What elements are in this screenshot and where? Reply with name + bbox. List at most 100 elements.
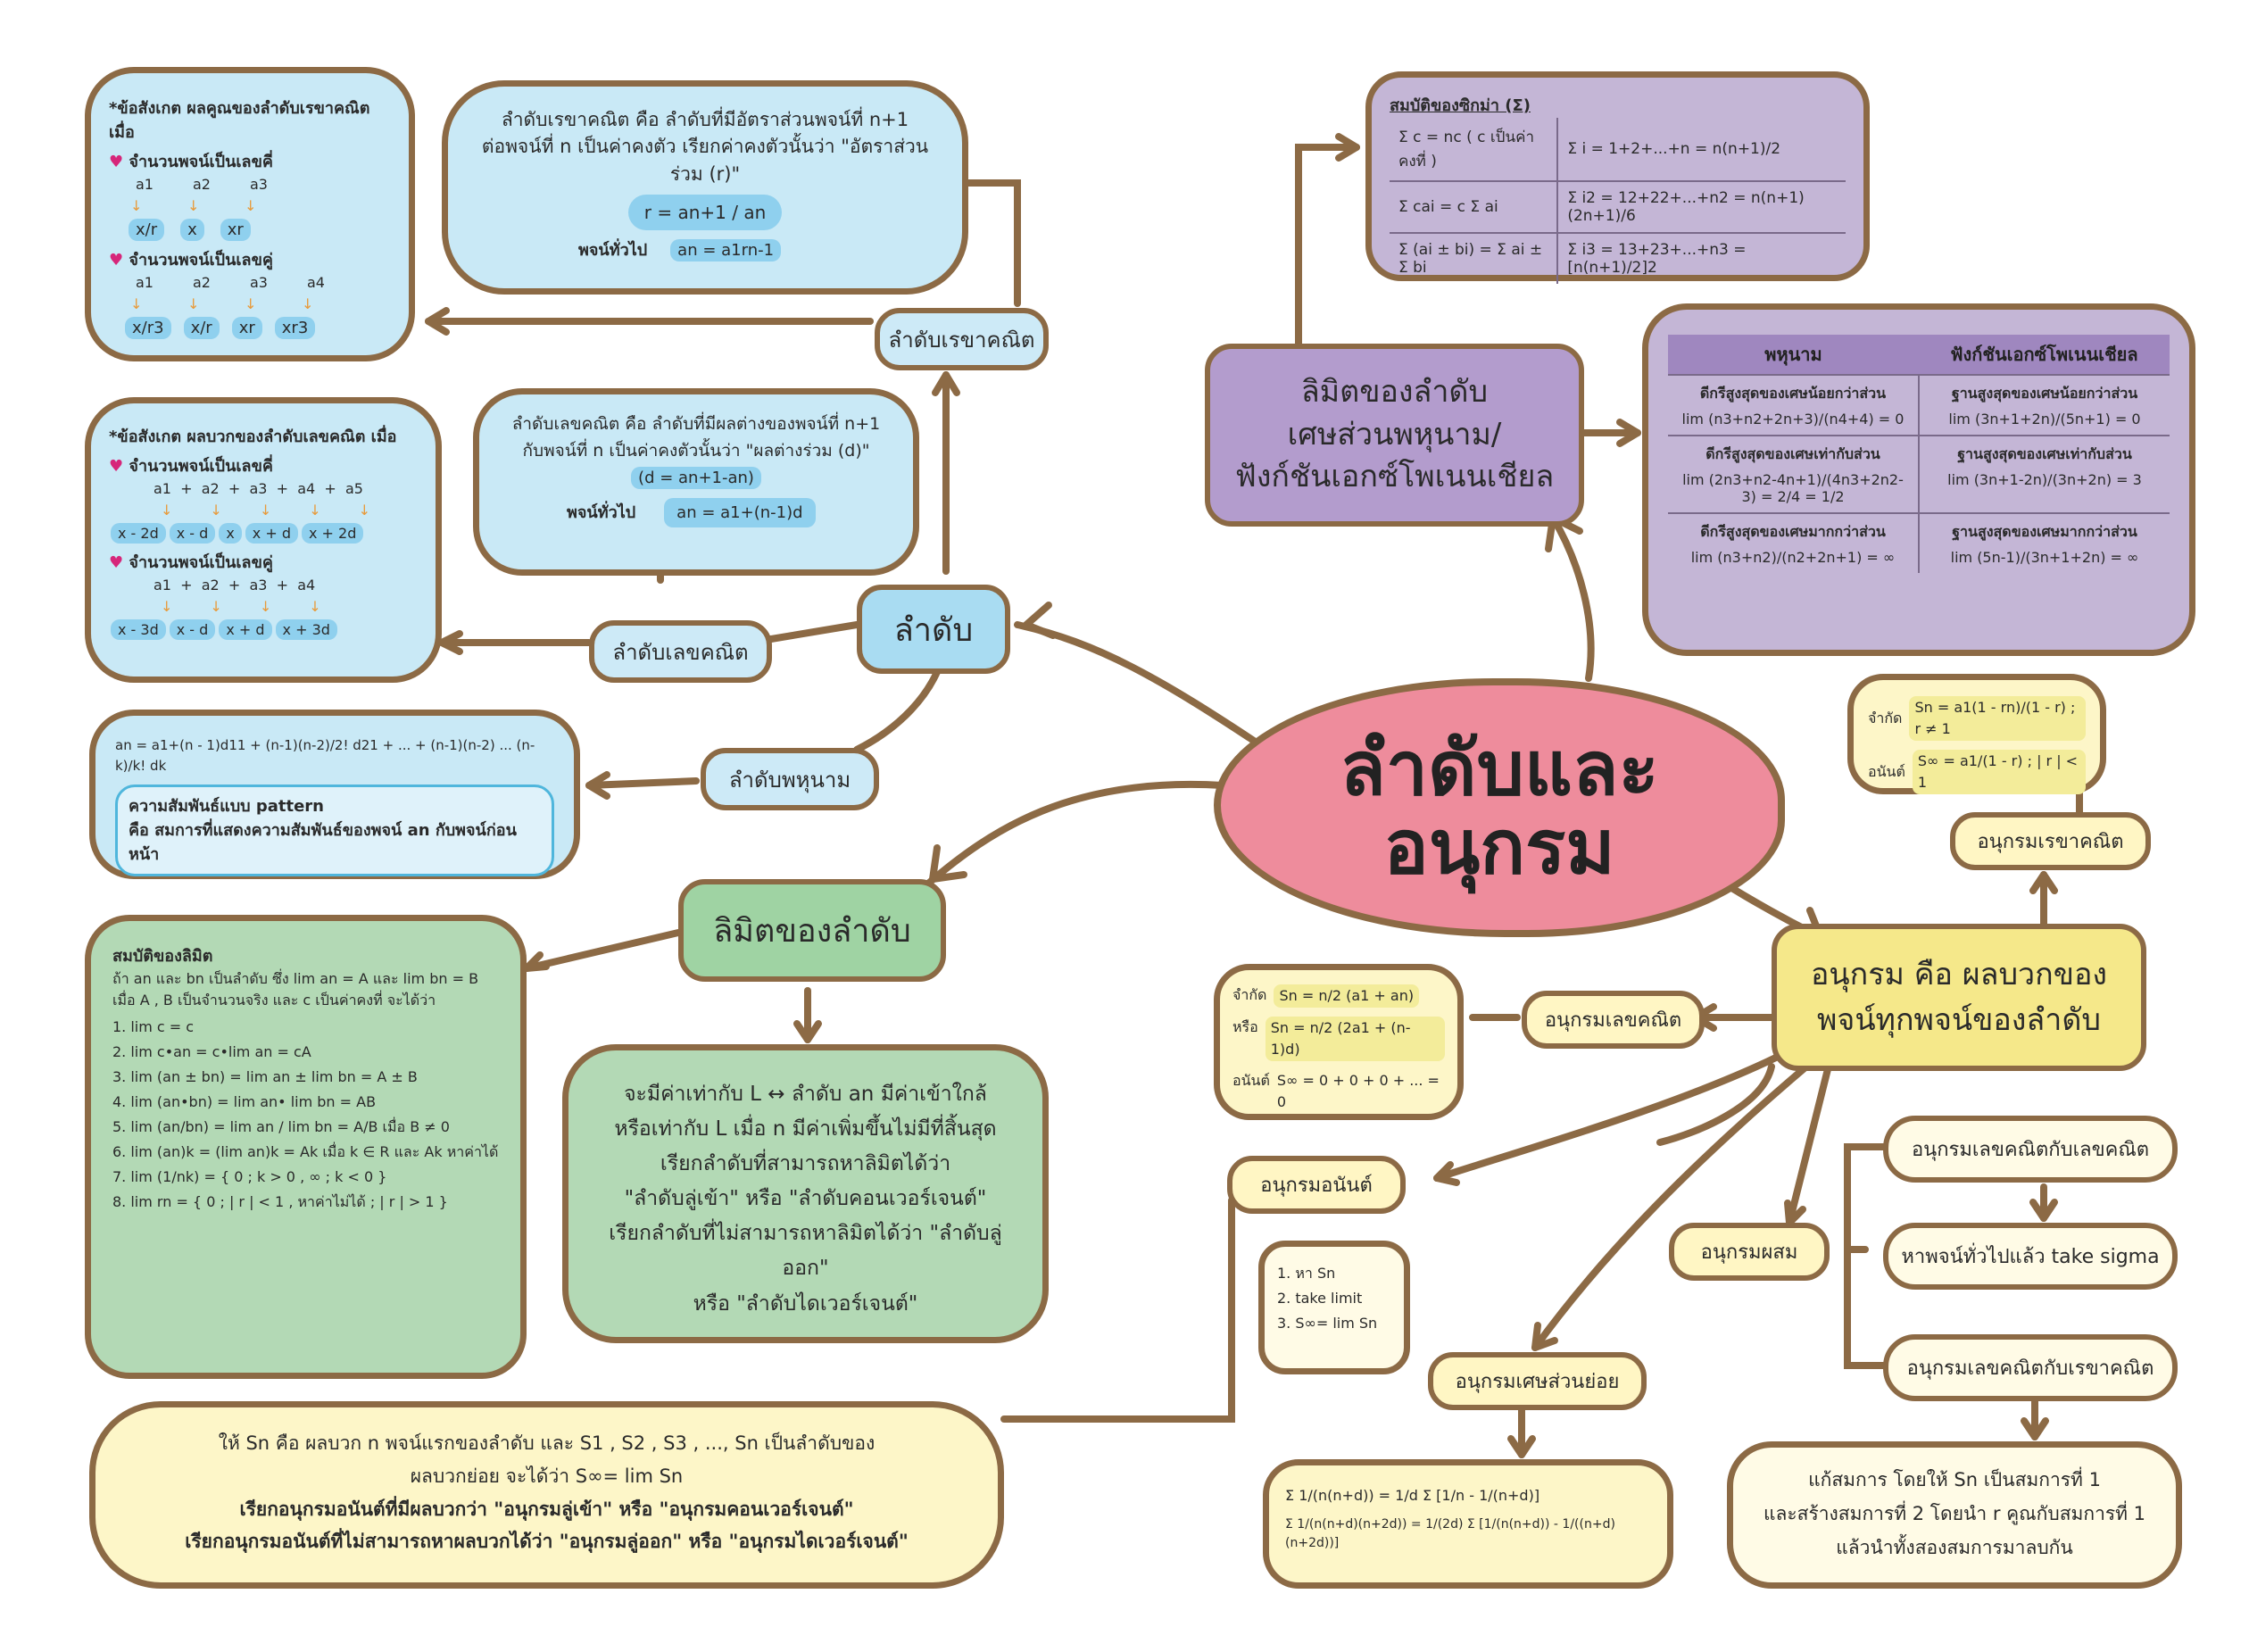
node-infinite-series[interactable]: อนุกรมอนันต์ (1227, 1156, 1406, 1214)
arith-even-value: x + 3d (275, 619, 337, 640)
node-geometric-sequence-label: ลำดับเรขาคณิต (888, 327, 1035, 353)
ag-line2: และสร้างสมการที่ 2 โดยนำ r คูณกับสมการที… (1763, 1502, 2146, 1524)
arith-series-finite-label: จำกัด (1232, 986, 1267, 1003)
node-arith-geo-label: อนุกรมเลขคณิตกับเรขาคณิต (1906, 1357, 2154, 1380)
row-heading: ฐานสูงสุดของเศษมากกว่าส่วน (1952, 523, 2137, 540)
geo-odd-value: x (180, 219, 204, 241)
arithmetic-note-box: *ข้อสังเกต ผลบวกของลำดับเลขคณิต เมื่อ ♥ … (85, 397, 442, 683)
node-polynomial-sequence[interactable]: ลำดับพหุนาม (701, 748, 879, 810)
limit-props-intro2: เมื่อ A , B เป็นจำนวนจริง และ c เป็นค่าค… (112, 992, 436, 1009)
node-take-sigma-label: หาพจน์ทั่วไปแล้ว take sigma (1901, 1246, 2160, 1268)
arithmetic-d-formula: (d = an+1-an) (631, 466, 761, 489)
sigma-title: สมบัติของซิกม่า (Σ) (1390, 96, 1531, 115)
geo-even-value: x/r3 (125, 317, 171, 339)
infinite-series-desc-box: ให้ Sn คือ ผลบวก n พจน์แรกของลำดับ และ S… (89, 1401, 1004, 1589)
node-geometric-sequence[interactable]: ลำดับเรขาคณิต (875, 308, 1049, 370)
arithmetic-odd-title: จำนวนพจน์เป็นเลขคี่ (129, 457, 273, 476)
arithmetic-note-title: *ข้อสังเกต ผลบวกของลำดับเลขคณิต เมื่อ (109, 428, 397, 446)
polynomial-formula: an = a1+(n - 1)d11 + (n-1)(n-2)/2! d21 +… (115, 737, 535, 774)
row-formula: lim (5n-1)/(3n+1+2n) = ∞ (1950, 549, 2139, 566)
limit-prop: 8. lim rn = { 0 ; | r | < 1 , หาค่าไม่ได… (112, 1193, 448, 1210)
sigma-cell: Σ c = nc ( c เป็นค่าคงที่ ) (1398, 129, 1534, 170)
node-geometric-series-label: อนุกรมเรขาคณิต (1977, 831, 2124, 853)
table-cell: ฐานสูงสุดของเศษเท่ากับส่วน lim (3n+1-2n)/… (1918, 435, 2170, 513)
sigma-properties-box: สมบัติของซิกม่า (Σ) Σ c = nc ( c เป็นค่า… (1365, 71, 1870, 284)
node-polynomial-sequence-label: ลำดับพหุนาม (728, 767, 851, 793)
sigma-cell: Σ cai = c Σ ai (1390, 180, 1558, 233)
row-formula: lim (3n+1+2n)/(5n+1) = 0 (1948, 411, 2141, 428)
node-series[interactable]: อนุกรม คือ ผลบวกของ พจน์ทุกพจน์ของลำดับ (1772, 924, 2146, 1071)
limit-prop: 1. lim c = c (112, 1018, 195, 1035)
geo-odd-term: a2 (193, 176, 211, 193)
node-geometric-series[interactable]: อนุกรมเรขาคณิต (1950, 812, 2151, 870)
node-arithmetic-series[interactable]: อนุกรมเลขคณิต (1522, 991, 1705, 1049)
node-arith-arith-series[interactable]: อนุกรมเลขคณิตกับเลขคณิต (1883, 1116, 2178, 1183)
geo-even-term: a4 (307, 274, 325, 291)
arith-geo-method-box: แก้สมการ โดยให้ Sn เป็นสมการที่ 1 และสร้… (1727, 1441, 2182, 1589)
arithmetic-general-label: พจน์ทั่วไป (567, 502, 636, 522)
node-mixed-series[interactable]: อนุกรมผสม (1669, 1223, 1830, 1281)
limit-props-title: สมบัติของลิมิต (112, 947, 213, 966)
arith-series-infinite-formula: S∞ = 0 + 0 + 0 + ... = 0 (1276, 1072, 1440, 1110)
node-partial-fraction-series[interactable]: อนุกรมเศษส่วนย่อย (1428, 1352, 1647, 1410)
arith-even-value: x - d (169, 619, 216, 640)
arith-even-value: x - 3d (111, 619, 166, 640)
node-arithmetic-sequence-label: ลำดับเลขคณิต (612, 639, 749, 665)
geo-odd-value: xr (220, 219, 251, 241)
row-heading: ฐานสูงสุดของเศษเท่ากับส่วน (1957, 445, 2132, 462)
limit-properties-box: สมบัติของลิมิต ถ้า an และ bn เป็นลำดับ ซ… (85, 915, 527, 1379)
geo-odd-term: a3 (250, 176, 268, 193)
geometric-general-label: พจน์ทั่วไป (578, 241, 648, 261)
conv-line4: "ลำดับลู่เข้า" หรือ "ลำดับคอนเวอร์เจนต์" (624, 1187, 987, 1211)
infinite-desc-line1: ให้ Sn คือ ผลบวก n พจน์แรกของลำดับ และ S… (218, 1432, 876, 1454)
table-cell: ดีกรีสูงสุดของเศษน้อยกว่าส่วน lim (n3+n2+… (1668, 374, 1919, 436)
node-limit-rational-line2: เศษส่วนพหุนาม/ (1287, 416, 1502, 452)
infinite-desc-line3: เรียกอนุกรมอนันต์ที่มีผลบวกว่า "อนุกรมลู… (239, 1498, 854, 1520)
row-formula: lim (n3+n2+2n+3)/(n4+4) = 0 (1681, 411, 1905, 428)
node-sequence[interactable]: ลำดับ (857, 585, 1010, 674)
sigma-cell: Σ i2 = 12+22+...+n2 = n(n+1)(2n+1)/6 (1556, 180, 1846, 233)
geometric-odd-title: จำนวนพจน์เป็นเลขคี่ (129, 153, 273, 171)
partial-fraction-box: Σ 1/(n(n+d)) = 1/d Σ [1/n - 1/(n+d)] Σ 1… (1263, 1459, 1673, 1589)
arith-odd-value: x + d (245, 523, 298, 544)
geo-even-term: a3 (250, 274, 268, 291)
node-limit-rational-line1: ลิมิตของลำดับ (1300, 374, 1489, 411)
node-arithmetic-sequence[interactable]: ลำดับเลขคณิต (589, 620, 772, 683)
node-limit[interactable]: ลิมิตของลำดับ (678, 879, 946, 982)
center-node: ลำดับและ อนุกรม (1214, 678, 1785, 937)
infinite-desc-line4: เรียกอนุกรมอนันต์ที่ไม่สามารถหาผลบวกได้ว… (185, 1531, 909, 1553)
sigma-cell: Σ i3 = 13+23+...+n3 = [n(n+1)/2]2 (1556, 232, 1846, 284)
conv-line5: เรียกลำดับที่ไม่สามารถหาลิมิตได้ว่า "ลำด… (609, 1222, 1002, 1281)
ag-line1: แก้สมการ โดยให้ Sn เป็นสมการที่ 1 (1808, 1469, 2101, 1490)
geo-even-value: xr (231, 317, 262, 339)
arithmetic-odd-terms: a1 + a2 + a3 + a4 + a5 (154, 480, 363, 497)
conv-line1: จะมีค่าเท่ากับ L ↔ ลำดับ an มีค่าเข้าใกล… (624, 1083, 987, 1106)
node-limit-rational-line3: ฟังก์ชันเอกซ์โพเนนเชียล (1234, 459, 1555, 495)
infinite-step: 2. take limit (1277, 1290, 1363, 1307)
geo-even-value: xr3 (274, 317, 316, 339)
geometric-def-line1: ลำดับเรขาคณิต คือ ลำดับที่มีอัตราส่วนพจน… (501, 109, 909, 130)
table-header: พหุนาม (1668, 335, 1919, 375)
geo-even-term: a2 (193, 274, 211, 291)
geometric-note-title: *ข้อสังเกต ผลคูณของลำดับเรขาคณิต เมื่อ (109, 99, 370, 142)
row-formula: lim (3n+1-2n)/(3n+2n) = 3 (1947, 471, 2142, 488)
row-heading: ดีกรีสูงสุดของเศษน้อยกว่าส่วน (1699, 385, 1887, 402)
limit-prop: 3. lim (an ± bn) = lim an ± lim bn = A ±… (112, 1068, 418, 1085)
node-limit-rational[interactable]: ลิมิตของลำดับ เศษส่วนพหุนาม/ ฟังก์ชันเอก… (1205, 344, 1584, 527)
node-arith-geo-series[interactable]: อนุกรมเลขคณิตกับเรขาคณิต (1883, 1334, 2178, 1401)
node-take-sigma[interactable]: หาพจน์ทั่วไปแล้ว take sigma (1883, 1223, 2178, 1290)
arith-odd-value: x - 2d (111, 523, 166, 544)
infinite-steps-box: 1. หา Sn 2. take limit 3. S∞= lim Sn (1258, 1241, 1410, 1374)
infinite-step: 1. หา Sn (1277, 1265, 1336, 1282)
sigma-cell: Σ (ai ± bi) = Σ ai ± Σ bi (1390, 232, 1558, 284)
geo-series-finite-label: จำกัด (1868, 710, 1903, 726)
node-series-line1: อนุกรม คือ ผลบวกของ (1811, 956, 2107, 992)
ag-line3: แล้วนำทั้งสองสมการมาลบกัน (1836, 1536, 2073, 1558)
conv-line3: เรียกลำดับที่สามารถหาลิมิตได้ว่า (660, 1152, 951, 1176)
limit-rational-table-box: พหุนาม ฟังก์ชันเอกซ์โพเนนเชียล ดีกรีสูงส… (1642, 303, 2195, 656)
heart-icon: ♥ (109, 457, 124, 476)
heart-icon: ♥ (109, 153, 124, 171)
